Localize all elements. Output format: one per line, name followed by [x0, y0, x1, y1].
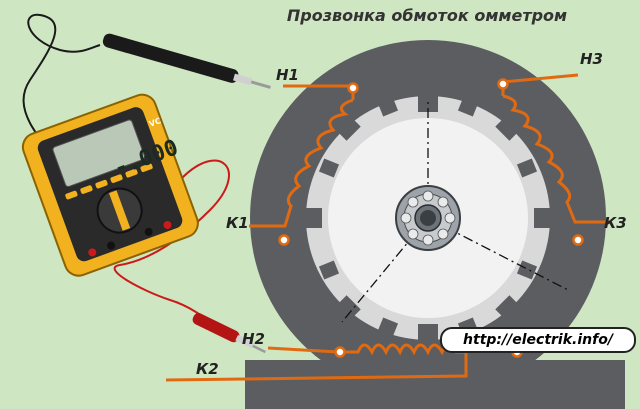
- label-h2: Н2: [242, 330, 265, 348]
- label-k3: К3: [604, 214, 627, 232]
- black-lead: [22, 13, 101, 177]
- red-lead: [113, 159, 230, 327]
- label-k1: К1: [226, 214, 249, 232]
- bearing-icon: [395, 185, 461, 251]
- label-k2: К2: [196, 360, 219, 378]
- page-title: Прозвонка обмоток омметром: [286, 6, 568, 25]
- multimeter-icon: [21, 93, 199, 277]
- label-h1: Н1: [276, 66, 299, 84]
- red-probe-icon: [192, 312, 266, 354]
- probe-icon: [102, 33, 271, 89]
- winding-2: [165, 343, 468, 382]
- site-url-link[interactable]: http://electrik.info/: [440, 327, 636, 353]
- label-h3: Н3: [580, 50, 603, 68]
